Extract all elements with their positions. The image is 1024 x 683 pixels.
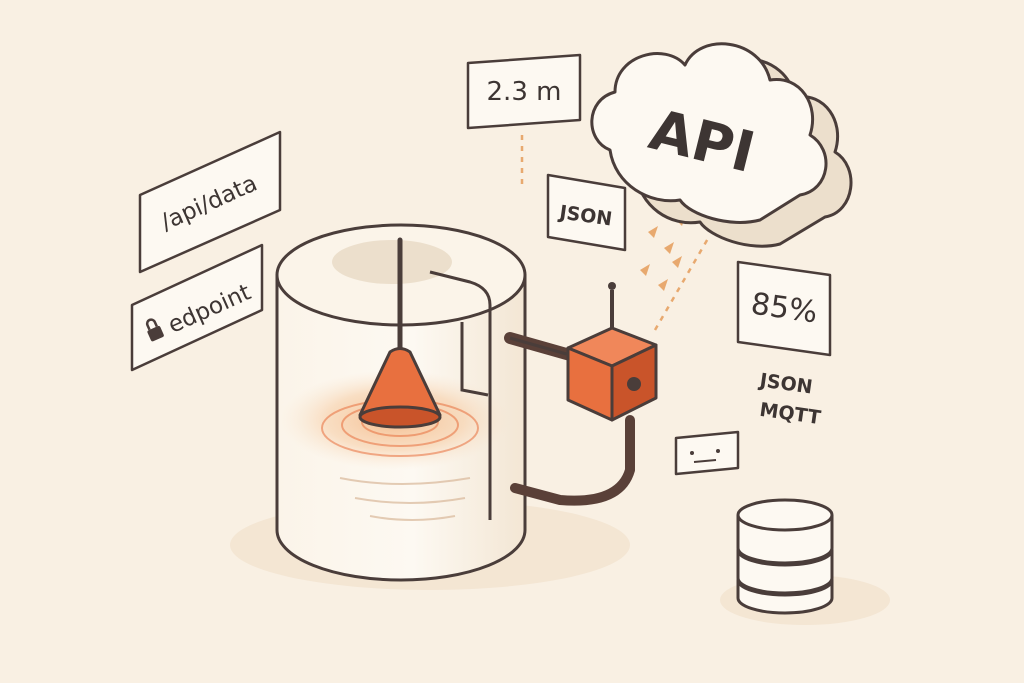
api-path-card: /api/data <box>138 130 282 274</box>
distance-reading: 2.3 m <box>466 53 582 130</box>
json-tag: JSON <box>546 173 627 252</box>
level-card: 85% <box>736 260 832 357</box>
status-display-icon <box>674 430 740 476</box>
iot-device <box>504 282 658 506</box>
protocol-mqtt: MQTT <box>758 399 822 429</box>
cloud-icon: API <box>590 42 853 248</box>
distance-value: 2.3 m <box>487 77 562 107</box>
database-icon <box>736 498 834 615</box>
protocol-list: JSON MQTT <box>756 369 822 429</box>
ultrasonic-sensor-icon <box>358 237 442 429</box>
water-depth-lines <box>339 477 471 521</box>
lock-icon <box>145 318 164 342</box>
protocol-json: JSON <box>756 369 813 398</box>
